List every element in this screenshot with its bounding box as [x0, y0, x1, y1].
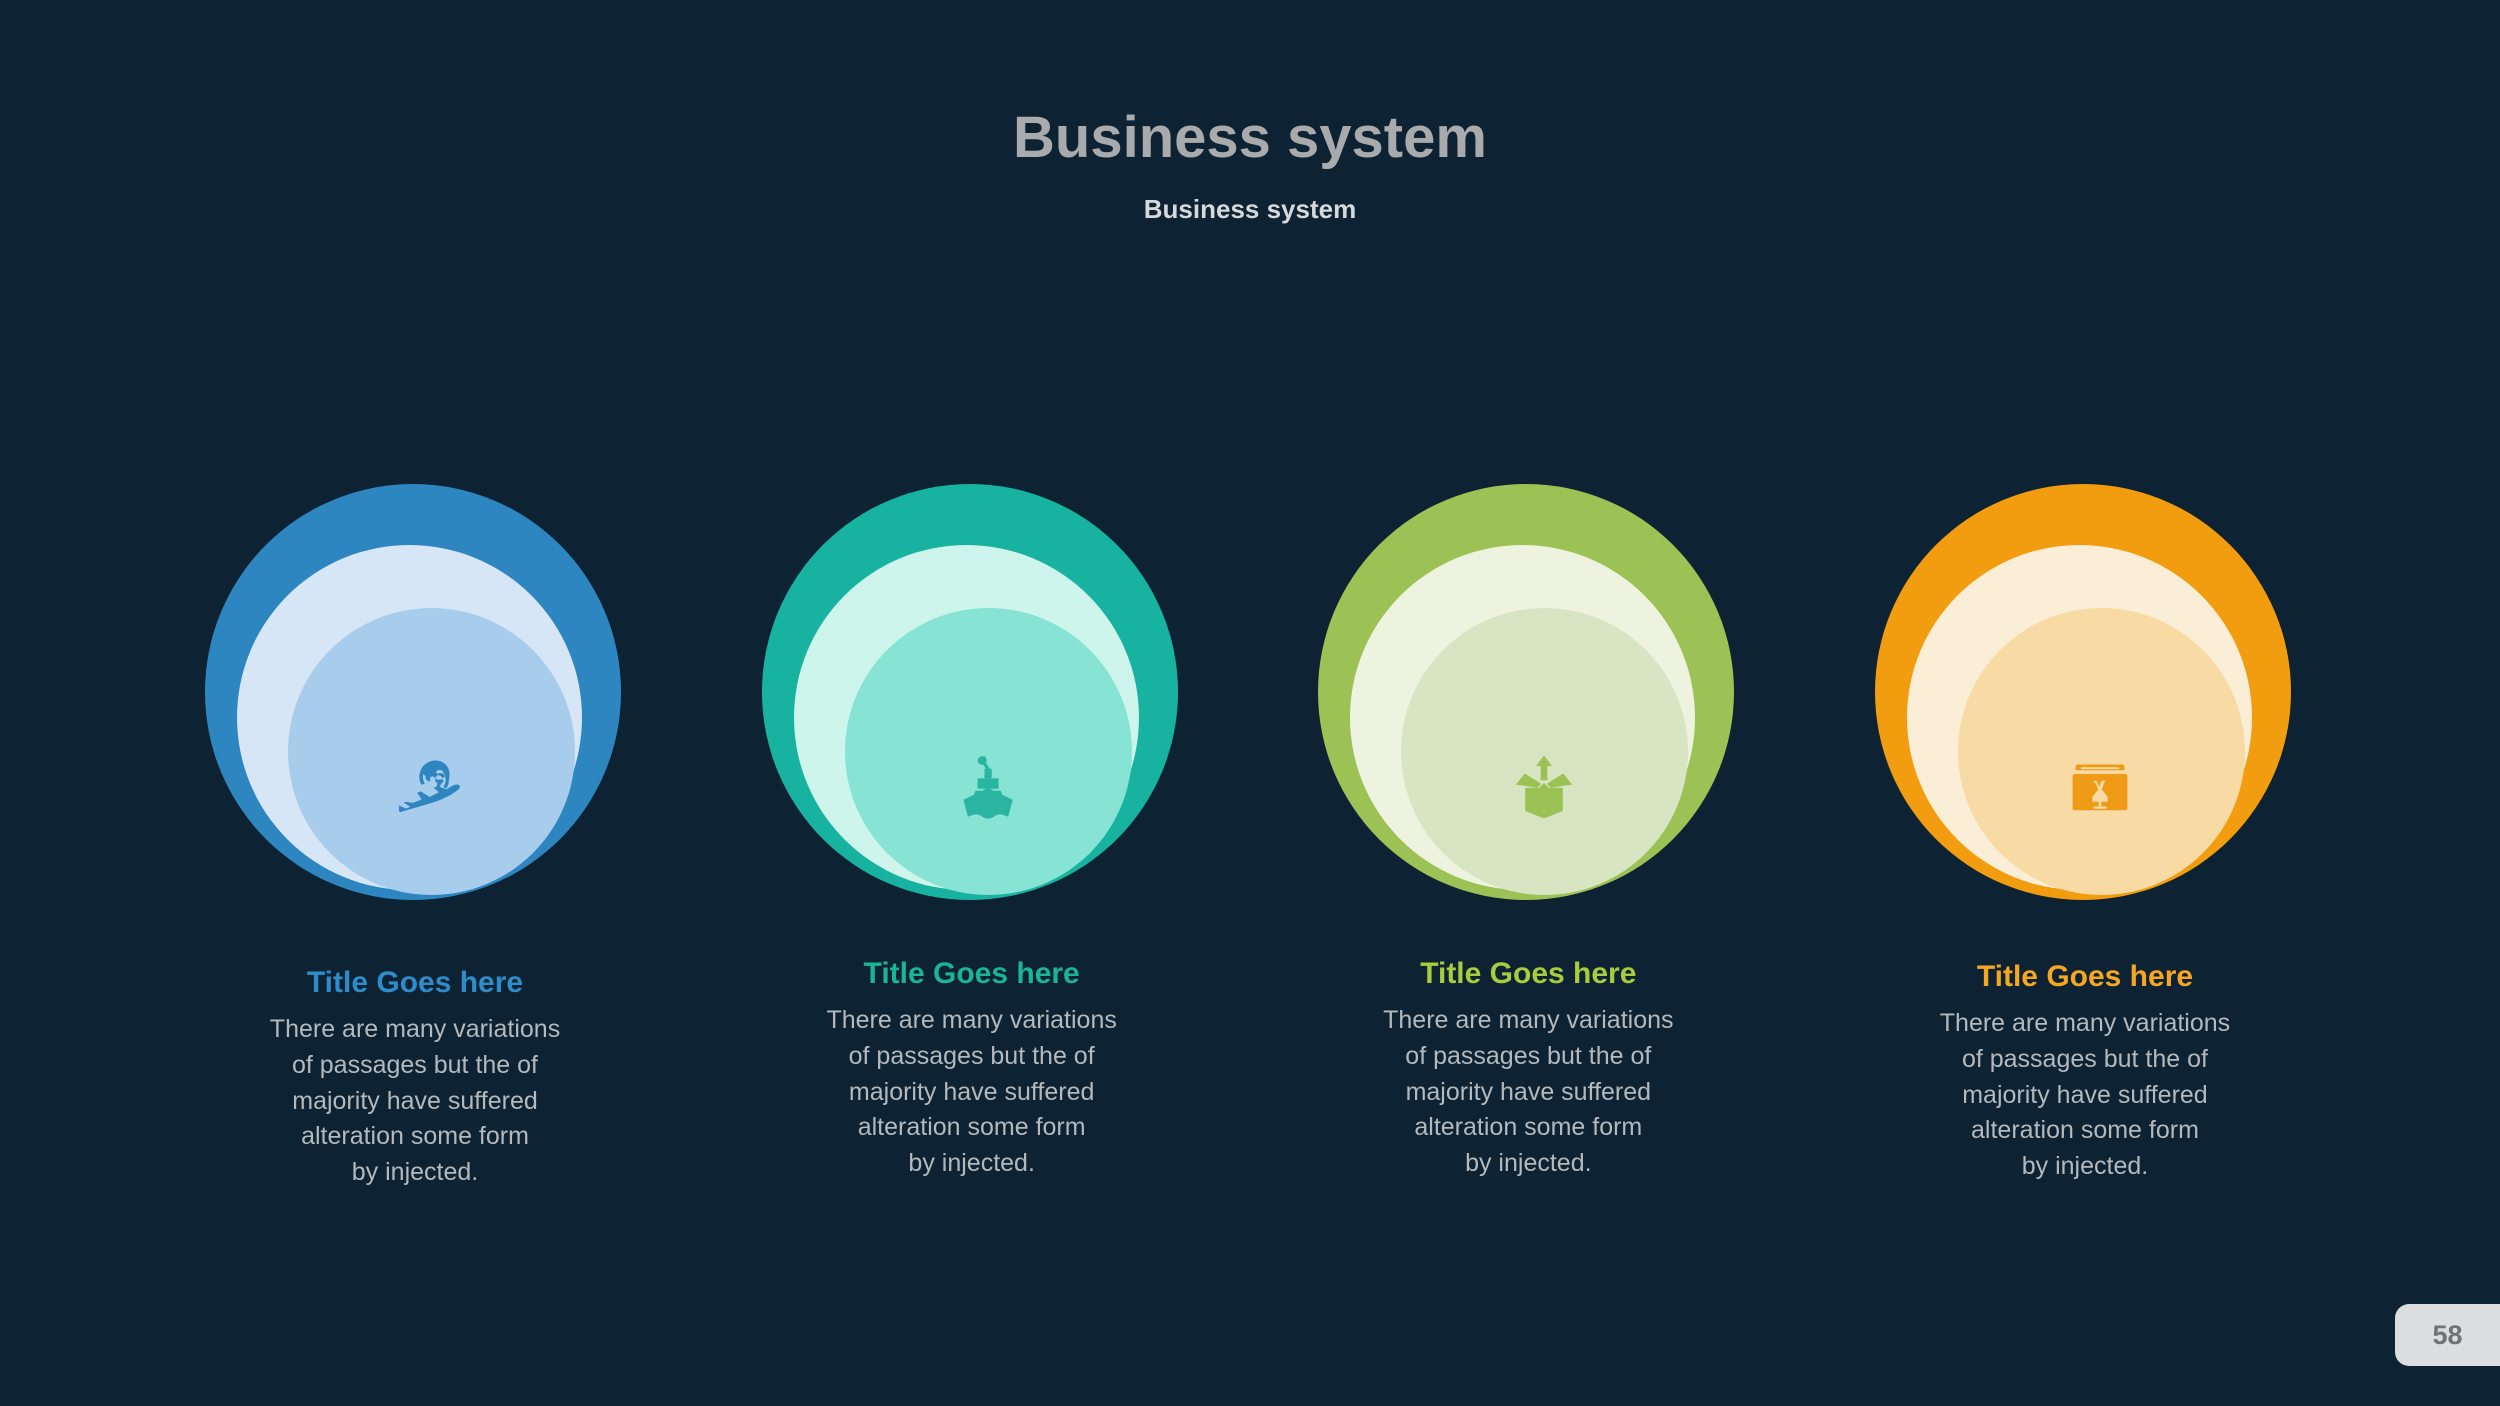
text-block-3: Title Goes here There are many variation… [1338, 957, 1718, 1182]
infographic-item-2[interactable]: Title Goes here There are many variation… [757, 470, 1187, 1182]
item-title-2: Title Goes here [863, 957, 1080, 990]
circle-stack-1 [205, 470, 625, 900]
circle-stack-4 [1874, 470, 2295, 900]
text-block-2: Title Goes here There are many variation… [782, 957, 1162, 1182]
infographic-item-1[interactable]: Title Goes here There are many variation… [200, 470, 630, 1191]
circle-stack-3 [1318, 470, 1738, 900]
item-body-4: There are many variations of passages bu… [1939, 1009, 2231, 1180]
ring-inner-2 [844, 608, 1132, 895]
text-block-4: Title Goes here There are many variation… [1895, 960, 2275, 1185]
item-body-1: There are many variations of passages bu… [269, 1015, 561, 1186]
item-title-4: Title Goes here [1976, 960, 2194, 993]
infographic-columns: Title Goes here There are many variation… [200, 470, 2300, 1191]
item-body-2: There are many variations of passages bu… [826, 1006, 1117, 1177]
ring-inner-1 [288, 608, 575, 895]
globe-airplane-icon [396, 752, 466, 822]
infographic-item-3[interactable]: Title Goes here There are many variation… [1313, 470, 1743, 1182]
page-subtitle: Business system [1143, 193, 1357, 224]
page-number-text: 58 [2432, 1319, 2463, 1350]
item-title-1: Title Goes here [306, 966, 524, 999]
ring-inner-3 [1401, 608, 1689, 895]
item-body-3: There are many variations of passages bu… [1383, 1006, 1674, 1177]
open-box-arrow-icon [1509, 752, 1579, 822]
circle-stack-2 [761, 470, 1182, 900]
slide-header: Business system Business system [0, 105, 2500, 225]
ring-inner-4 [1957, 608, 2245, 895]
infographic-item-4[interactable]: Title Goes here There are many variation… [1870, 470, 2300, 1185]
fragile-box-icon [2065, 752, 2135, 822]
page-title: Business system [1013, 105, 1487, 170]
item-title-3: Title Goes here [1420, 957, 1637, 990]
cargo-ship-icon [952, 752, 1022, 822]
page-number-badge: 58 [2395, 1304, 2500, 1366]
text-block-1: Title Goes here There are many variation… [225, 966, 605, 1191]
